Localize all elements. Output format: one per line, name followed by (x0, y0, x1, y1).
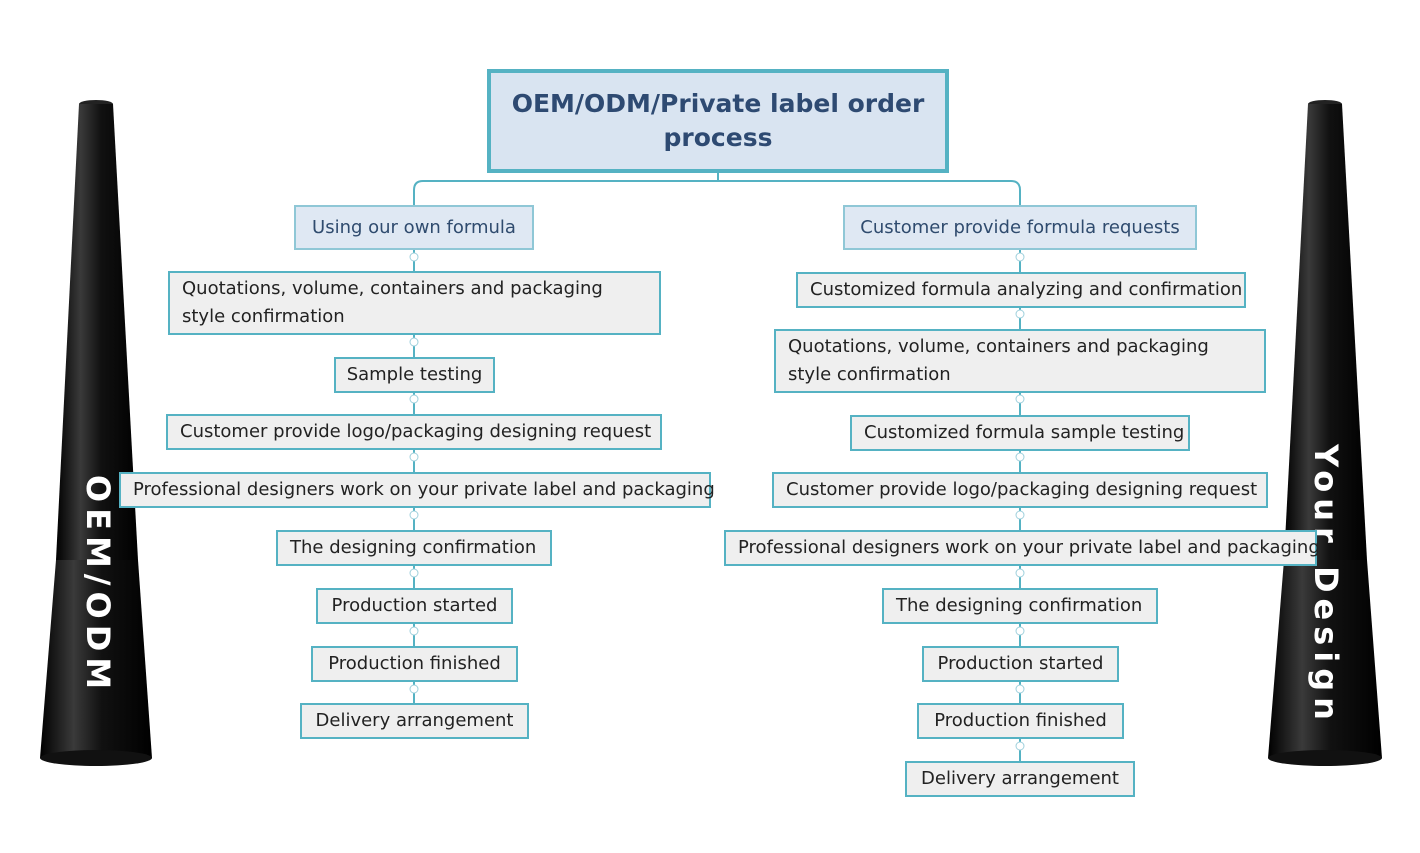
left-bottle-label: OEM/ODM (79, 474, 117, 696)
left-step-8: Delivery arrangement (300, 703, 529, 739)
root-node: OEM/ODM/Private label order process (487, 69, 949, 173)
right-step-1: Customized formula analyzing and confirm… (796, 272, 1246, 308)
left-step-3: Customer provide logo/packaging designin… (166, 414, 662, 450)
left-branch-title: Using our own formula (294, 205, 534, 250)
left-step-4: Professional designers work on your priv… (119, 472, 715, 508)
right-step-5: Professional designers work on your priv… (724, 530, 1320, 566)
left-step-5: The designing confirmation (276, 530, 552, 566)
right-step-6: The designing confirmation (882, 588, 1158, 624)
root-connectors (413, 173, 1021, 205)
right-step-9: Delivery arrangement (905, 761, 1135, 797)
collapse-markers (409, 252, 1025, 751)
right-bottle-label: Your Design (1307, 444, 1345, 726)
left-bottle-shape (40, 100, 152, 766)
left-step-2: Sample testing (334, 357, 495, 393)
left-step-6: Production started (316, 588, 513, 624)
right-step-7: Production started (922, 646, 1119, 682)
right-branch-title: Customer provide formula requests (843, 205, 1197, 250)
left-step-1: Quotations, volume, containers and packa… (168, 271, 661, 335)
right-step-3: Customized formula sample testing (850, 415, 1190, 451)
right-bottle-shape (1268, 100, 1382, 766)
left-step-7: Production finished (311, 646, 518, 682)
right-step-2: Quotations, volume, containers and packa… (774, 329, 1266, 393)
right-step-4: Customer provide logo/packaging designin… (772, 472, 1268, 508)
right-step-8: Production finished (917, 703, 1124, 739)
